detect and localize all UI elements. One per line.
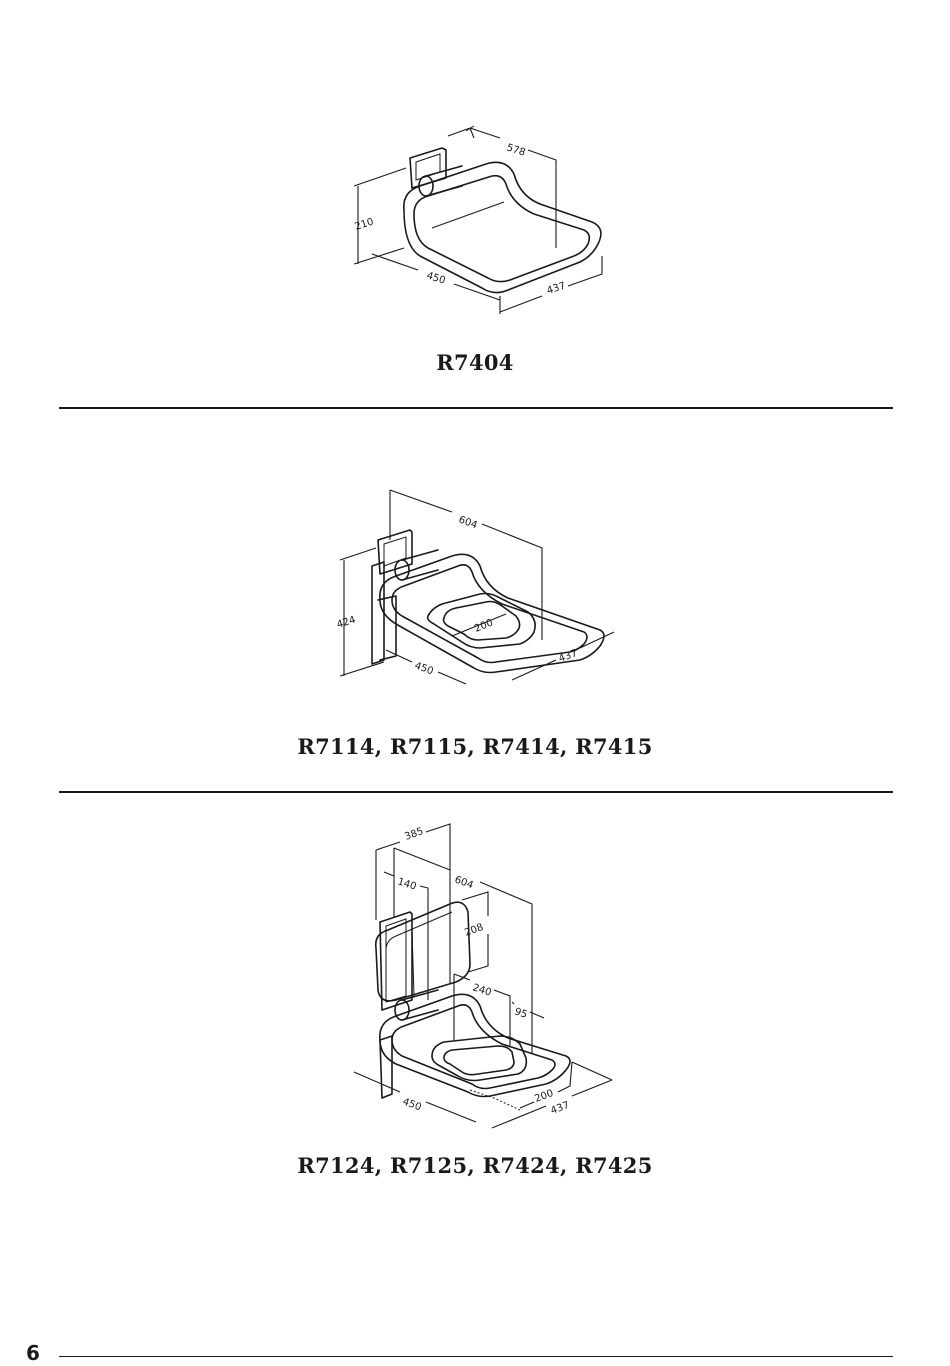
- caption-r7114-group: R7114, R7115, R7414, R7415: [297, 734, 653, 759]
- drawing-r7404: 578 210 450 437: [0, 120, 950, 320]
- dim-hole: 200: [473, 617, 495, 634]
- wall-bracket: [379, 911, 413, 1011]
- wall-bracket: [377, 529, 413, 575]
- backrest: [374, 901, 471, 1002]
- dim-height: 424: [336, 614, 358, 630]
- dim-hole-offset: 95: [513, 1006, 529, 1020]
- section-divider: [59, 791, 893, 793]
- dim-front: 437: [546, 280, 568, 296]
- dim-back-offset: 140: [396, 876, 418, 892]
- drawing-r7124: 385 140 604 208 240 95 450 200 437: [0, 810, 950, 1130]
- caption-r7124-group: R7124, R7125, R7424, R7425: [297, 1153, 653, 1178]
- seat-opening: [431, 1035, 528, 1082]
- caption-r7404: R7404: [436, 350, 514, 375]
- dim-width: 604: [453, 874, 475, 891]
- dim-back-top: 385: [403, 826, 425, 843]
- dim-depth: 450: [413, 660, 435, 677]
- dim-back-height: 208: [463, 922, 485, 939]
- footer-rule: [59, 1356, 893, 1357]
- dim-height: 210: [354, 216, 376, 232]
- dim-front: 437: [549, 1100, 571, 1117]
- dim-hole: 200: [533, 1088, 555, 1105]
- seat-opening: [442, 600, 521, 641]
- dim-depth: 450: [425, 270, 447, 286]
- seat-outline: [379, 553, 605, 674]
- seat-outline: [403, 161, 602, 294]
- drawing-r7114: 200 604 424 450 437: [0, 480, 950, 690]
- dim-width: 578: [505, 142, 527, 158]
- wall-bracket: [409, 147, 447, 189]
- dim-depth: 450: [401, 1096, 423, 1113]
- page-number: 6: [26, 1341, 40, 1365]
- section-divider: [59, 407, 893, 409]
- dim-hole-depth: 240: [471, 982, 493, 998]
- dim-width: 604: [457, 514, 479, 531]
